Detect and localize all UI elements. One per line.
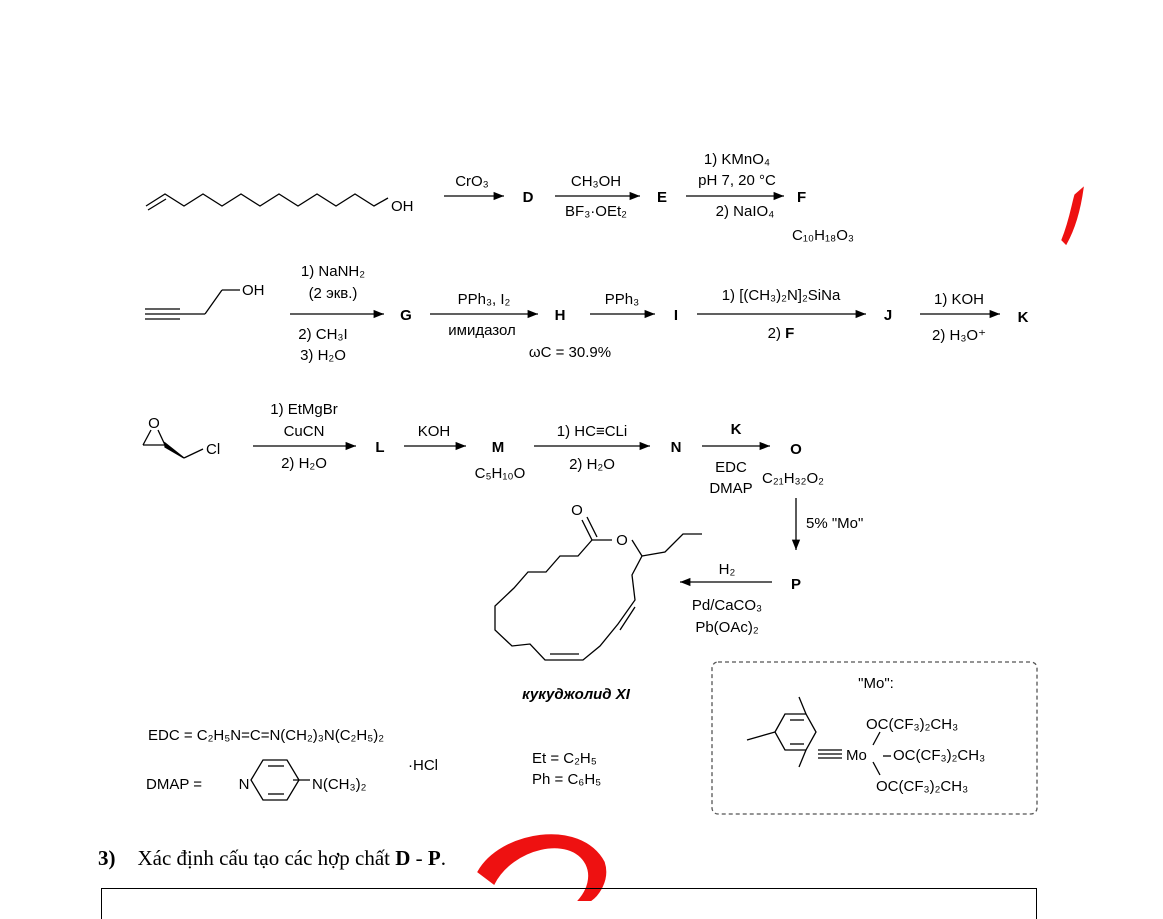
- question-compound-end: P: [427, 846, 441, 870]
- red-annotation-mark-1: [1061, 186, 1084, 246]
- macrolide-structure: [494, 516, 702, 661]
- reagent-pph3: PPh₃: [605, 291, 639, 308]
- mo-catalyst-box: [711, 661, 1038, 815]
- reagent-dmap: DMAP: [709, 480, 752, 497]
- formula-m: C₅H₁₀O: [475, 465, 526, 482]
- dmap-substituent: N(CH₃)₂: [312, 776, 367, 793]
- oh-label-1: OH: [391, 198, 414, 215]
- question-number: 3): [98, 846, 116, 870]
- compound-j: J: [884, 307, 892, 324]
- compound-f: F: [797, 189, 806, 206]
- reagent-h2o-a: 3) H₂O: [300, 347, 346, 364]
- reagent-ph: pH 7, 20 °C: [698, 172, 776, 189]
- mo-catalyst-structure: [746, 696, 891, 776]
- oh-label-2: OH: [242, 282, 265, 299]
- mo-ligand-mid: OC(CF₃)₂CH₃: [893, 747, 985, 764]
- macrolide-carbonyl-o: O: [571, 502, 583, 519]
- reagent-lithium-acetylide: 1) HC≡CLi: [557, 423, 627, 440]
- mo-box-title: "Mo":: [858, 675, 894, 692]
- reagent-pb-oac: Pb(OAc)₂: [695, 619, 759, 636]
- compound-o: O: [790, 441, 802, 458]
- mo-atom: Mo: [846, 747, 867, 764]
- compound-m: M: [492, 439, 505, 456]
- reagent-equiv: (2 экв.): [309, 285, 358, 302]
- reagent-cro3: CrO₃: [455, 173, 489, 190]
- question-compound-start: D: [395, 846, 411, 870]
- compound-k: K: [1018, 309, 1029, 326]
- epoxide-o: O: [148, 415, 160, 432]
- reagent-edc: EDC: [715, 459, 747, 476]
- reagent-pd-caco3: Pd/CaCO₃: [692, 597, 762, 614]
- mo-ligand-top: OC(CF₃)₂CH₃: [866, 716, 958, 733]
- butynol-structure: [145, 289, 240, 320]
- epichlorohydrin-structure: [142, 429, 204, 459]
- dmap-ring-n: N: [239, 776, 250, 793]
- dmap-structure: [250, 759, 310, 801]
- reagent-h2o-c: 2) H₂O: [569, 456, 615, 473]
- reagent-h2: H₂: [719, 561, 736, 578]
- compound-i: I: [674, 307, 678, 324]
- question-text: Xác định cấu tạo các hợp chất: [137, 846, 396, 870]
- reagent-h2o-b: 2) H₂O: [281, 455, 327, 472]
- compound-d: D: [523, 189, 534, 206]
- undecenol-structure: [145, 193, 389, 211]
- formula-o: C₂₁H₃₂O₂: [762, 470, 824, 487]
- reagent-pph3-i2: PPh₃, I₂: [458, 291, 511, 308]
- reagent-f-step: 2) F: [768, 325, 795, 342]
- epoxide-cl: Cl: [206, 441, 220, 458]
- question-separator: -: [410, 846, 428, 870]
- reagent-kmno4: 1) KMnO₄: [704, 151, 770, 168]
- reagent-ch3i: 2) CH₃I: [298, 326, 347, 343]
- phenyl-definition: Ph = C₆H₅: [532, 771, 601, 788]
- compound-g: G: [400, 307, 412, 324]
- compound-p: P: [791, 576, 801, 593]
- mass-fraction-note: ωC = 30.9%: [529, 344, 611, 361]
- reagent-mo-catalyst: 5% "Mo": [806, 515, 863, 532]
- compound-e: E: [657, 189, 667, 206]
- answer-box[interactable]: [101, 888, 1037, 919]
- reagent-ch3oh: CH₃OH: [571, 173, 621, 190]
- compound-n: N: [671, 439, 682, 456]
- reagent-naio4: 2) NaIO₄: [716, 203, 775, 220]
- formula-f: C₁₀H₁₈O₃: [792, 227, 854, 244]
- reagent-cucn: CuCN: [284, 423, 325, 440]
- reagent-nanh2: 1) NaNH₂: [301, 263, 365, 280]
- reagent-silyl-sodium: 1) [(CH₃)₂N]₂SiNa: [722, 287, 841, 304]
- macrolide-ring-o: O: [616, 532, 628, 549]
- compound-l: L: [375, 439, 384, 456]
- reagent-koh-b: KOH: [418, 423, 451, 440]
- red-annotation-mark-2: [477, 834, 607, 901]
- reagent-imidazole: имидазол: [448, 322, 515, 339]
- question-3: 3) Xác định cấu tạo các hợp chất D - P.: [98, 846, 446, 871]
- product-name: кукуджолид XI: [522, 686, 631, 703]
- reagent-koh-a: 1) KOH: [934, 291, 984, 308]
- reagent-bf3: BF₃·OEt₂: [565, 203, 627, 220]
- edc-definition: EDC = C₂H₅N=C=N(CH₂)₃N(C₂H₅)₂: [148, 727, 384, 744]
- question-period: .: [440, 846, 446, 870]
- compound-h: H: [555, 307, 566, 324]
- hcl-label: ·HCl: [408, 757, 438, 774]
- reagent-k: K: [731, 421, 742, 438]
- ethyl-definition: Et = C₂H₅: [532, 750, 597, 767]
- mo-ligand-bottom: OC(CF₃)₂CH₃: [876, 778, 968, 795]
- dmap-label: DMAP =: [146, 776, 202, 793]
- reagent-etmgbr: 1) EtMgBr: [270, 401, 338, 418]
- reagent-h3o: 2) H₃O⁺: [932, 327, 986, 344]
